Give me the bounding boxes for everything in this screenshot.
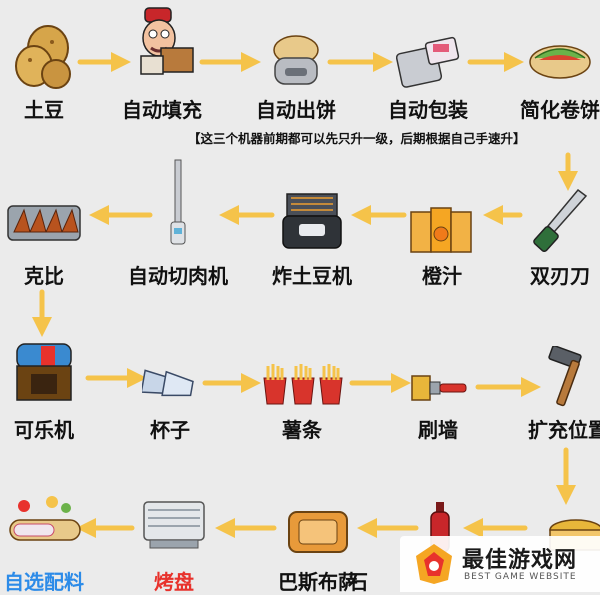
site-watermark: 最佳游戏网 BEST GAME WEBSITE — [400, 536, 600, 592]
step-label: 薯条 — [282, 418, 322, 442]
step-label: 自动包装 — [388, 98, 468, 122]
step-label: 橙汁 — [422, 264, 462, 288]
watermark-subtitle: BEST GAME WEBSITE — [464, 572, 577, 582]
step-label: 刷墙 — [418, 418, 458, 442]
hammer-icon — [548, 346, 582, 407]
flatbread-machine-icon — [273, 35, 319, 85]
step-label: 简化卷饼 — [520, 98, 600, 122]
step-label: 杯子 — [150, 418, 190, 442]
cup-stack-icon — [142, 369, 194, 397]
watermark-title: 最佳游戏网 — [462, 548, 578, 573]
double-blade-knife-icon — [533, 188, 588, 253]
chef-with-box-icon — [140, 7, 194, 75]
step-label: 自动切肉机 — [128, 264, 228, 288]
orange-juice-boxes-icon — [410, 207, 472, 253]
step-label: 巴斯布萨 — [278, 570, 358, 594]
step-label: 烤盘 — [154, 570, 194, 594]
baking-tray-icon — [143, 501, 205, 549]
wrap-roll-icon — [529, 45, 591, 79]
potato-icon — [15, 25, 71, 89]
fries-boxes-icon — [263, 364, 343, 405]
paint-brush-icon — [411, 375, 467, 401]
basbousa-tray-icon — [288, 511, 348, 553]
deep-fryer-icon — [282, 193, 342, 249]
toppings-wrap-icon — [9, 496, 81, 541]
site-logo-icon — [416, 544, 452, 584]
step-label: 自动填充 — [122, 98, 202, 122]
step-label: 自选配料 — [4, 570, 84, 594]
step-label: 土豆 — [24, 98, 64, 122]
step-label: 可乐机 — [14, 418, 74, 442]
step-label: 石 — [348, 570, 368, 594]
wrapping-machine-icon — [395, 36, 460, 88]
cola-machine-icon — [16, 343, 72, 401]
meat-skewer-cutter-icon — [170, 159, 186, 245]
upgrade-note: 【这三个机器前期都可以先只升一级，后期根据自己手速升】 — [188, 131, 526, 146]
kibbeh-tray-icon — [7, 205, 81, 241]
step-label: 自动出饼 — [256, 98, 336, 122]
step-label: 双刃刀 — [530, 264, 590, 288]
step-label: 炸土豆机 — [272, 264, 352, 288]
step-label: 扩充位置 — [528, 418, 600, 442]
step-label: 克比 — [24, 264, 64, 288]
